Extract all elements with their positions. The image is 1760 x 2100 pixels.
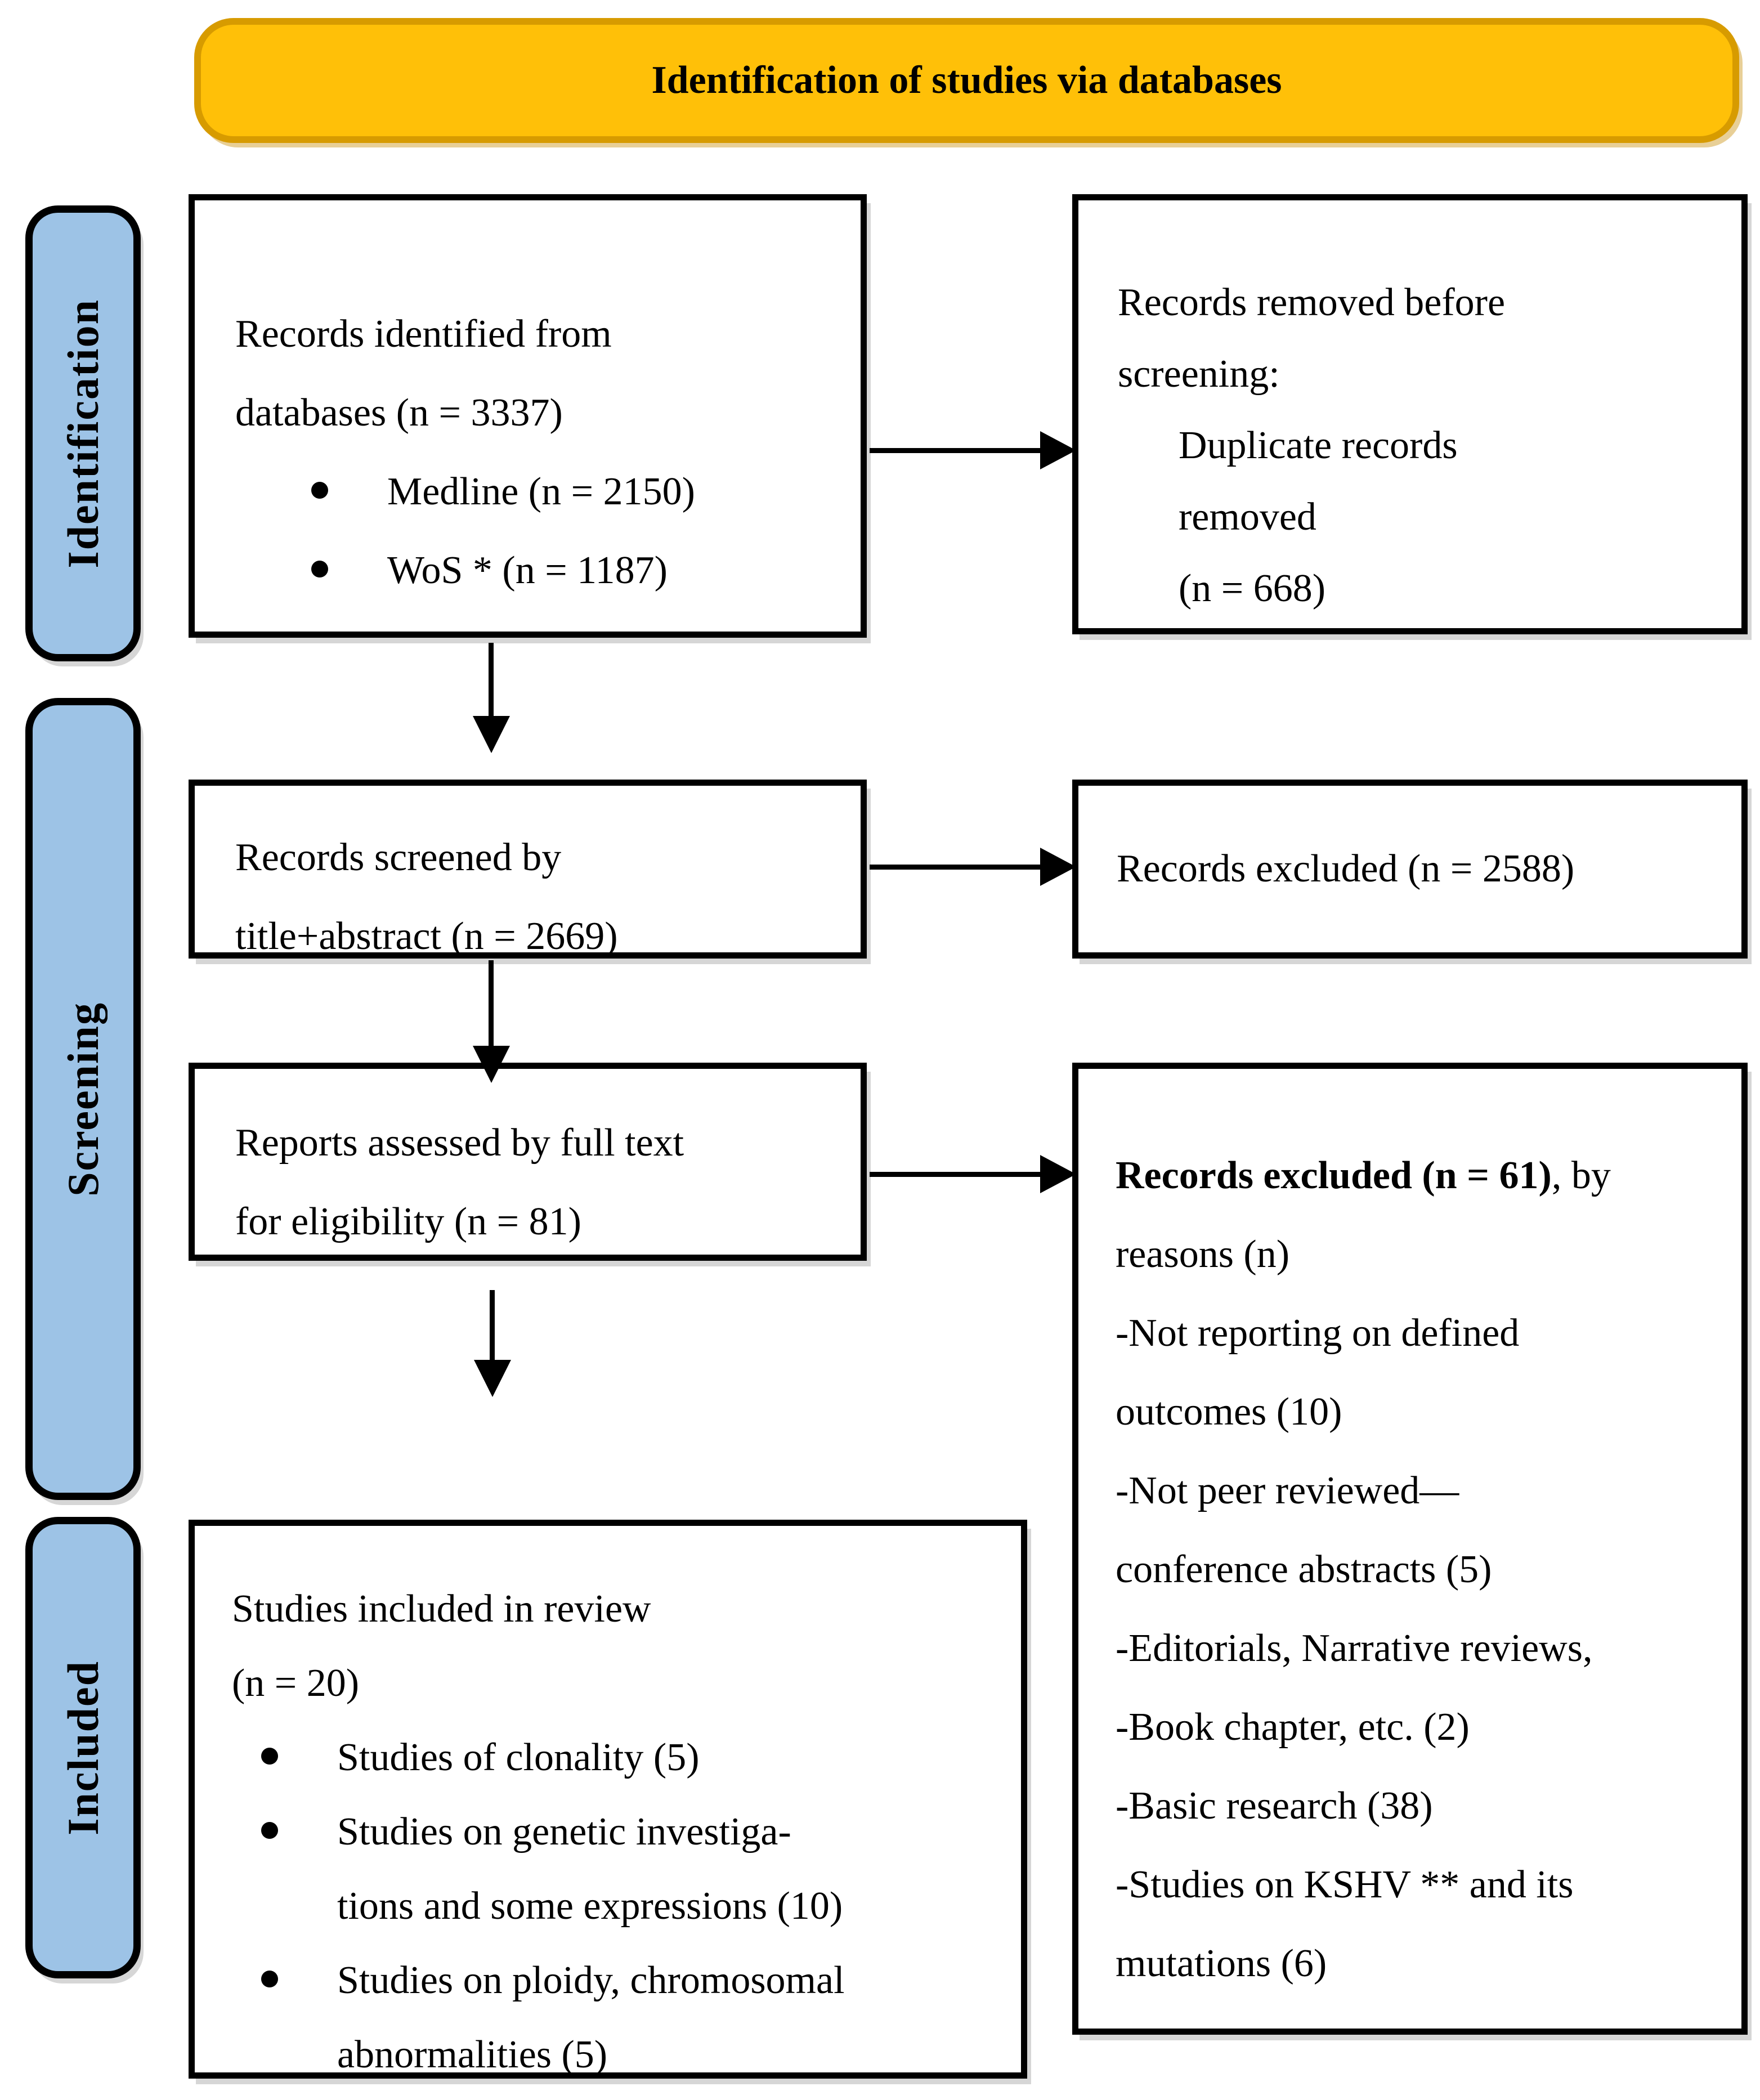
bullet-icon	[261, 1971, 278, 1987]
bullet-text: WoS * (n = 1187)	[387, 549, 668, 592]
text-line: databases (n = 3337)	[235, 391, 563, 435]
text-line: -Basic research (38)	[1116, 1784, 1433, 1828]
text-line: Studies included in review	[232, 1587, 651, 1631]
text-line: Studies on genetic investiga-	[337, 1810, 791, 1853]
stage-bar-included: Included	[25, 1517, 141, 1978]
text-line: Duplicate records	[1179, 424, 1458, 467]
text-line: -Editorials, Narrative reviews,	[1116, 1627, 1593, 1670]
bullet-text: Studies on genetic investiga- tions and …	[337, 1795, 843, 1944]
box-records-screened: Records screened by title+abstract (n = …	[189, 780, 867, 959]
bullet-text: Medline (n = 2150)	[387, 470, 695, 513]
diagram-title: Identification of studies via databases	[651, 59, 1282, 102]
stage-label-included: Included	[58, 1660, 108, 1835]
text-line: conference abstracts (5)	[1116, 1548, 1492, 1591]
stage-bar-screening: Screening	[25, 698, 141, 1500]
box-records-identified: Records identified from databases (n = 3…	[189, 194, 867, 638]
text-line: screening:	[1118, 352, 1280, 396]
bullet-item: Medline (n = 2150)	[235, 453, 844, 531]
text-line: -Book chapter, etc. (2)	[1116, 1705, 1470, 1749]
text-line: outcomes (10)	[1116, 1390, 1342, 1434]
text-line: abnormalities (5)	[337, 2033, 608, 2076]
text-span: , by	[1551, 1154, 1611, 1197]
bullet-item: Studies on genetic investiga- tions and …	[232, 1795, 1004, 1944]
stage-label-identification: Identification	[58, 298, 108, 568]
text-line: title+abstract (n = 2669)	[235, 915, 618, 958]
bullet-item: Studies on ploidy, chromosomal abnormali…	[232, 1944, 1004, 2092]
bullet-icon	[261, 1748, 278, 1765]
text-line: -Studies on KSHV ** and its	[1116, 1863, 1574, 1906]
bullet-icon	[261, 1822, 278, 1839]
title-banner: Identification of studies via databases	[194, 18, 1739, 143]
text-line: reasons (n)	[1116, 1233, 1290, 1276]
text-line: Records removed before	[1118, 281, 1506, 324]
box-studies-included: Studies included in review (n = 20) Stud…	[189, 1520, 1027, 2079]
text-line: Records identified from	[235, 312, 612, 356]
bullet-item: WoS * (n = 1187)	[235, 531, 844, 610]
text-line: (n = 668)	[1179, 567, 1326, 610]
bullet-text: Studies on ploidy, chromosomal abnormali…	[337, 1944, 845, 2092]
text-line: Records screened by	[235, 836, 562, 879]
box-excluded-reasons: Records excluded (n = 61), by reasons (n…	[1072, 1063, 1748, 2035]
text-line: Studies on ploidy, chromosomal	[337, 1959, 845, 2002]
bullet-item: Studies of clonality (5)	[232, 1721, 1004, 1795]
box-records-excluded: Records excluded (n = 2588)	[1072, 780, 1748, 959]
bullet-text: Studies of clonality (5)	[337, 1736, 700, 1779]
bullet-icon	[311, 482, 328, 499]
excluded-count-bold: Records excluded (n = 61)	[1116, 1154, 1552, 1197]
bullet-icon	[311, 561, 328, 577]
text-line: (n = 20)	[232, 1662, 360, 1705]
text-line: for eligibility (n = 81)	[235, 1200, 581, 1243]
text-line: Records excluded (n = 61), by	[1116, 1136, 1726, 1215]
text-line: Records excluded (n = 2588)	[1117, 847, 1575, 890]
text-line: tions and some expressions (10)	[337, 1884, 843, 1928]
stage-label-screening: Screening	[58, 1001, 108, 1197]
box-reports-assessed: Reports assessed by full text for eligib…	[189, 1063, 867, 1261]
text-line: Reports assessed by full text	[235, 1121, 684, 1165]
stage-bar-identification: Identification	[25, 205, 141, 661]
text-line: -Not reporting on defined	[1116, 1311, 1520, 1355]
text-line: -Not peer reviewed—	[1116, 1469, 1459, 1512]
text-line: mutations (6)	[1116, 1942, 1327, 1985]
text-line: removed	[1179, 495, 1316, 539]
box-records-removed: Records removed before screening: Duplic…	[1072, 194, 1748, 634]
